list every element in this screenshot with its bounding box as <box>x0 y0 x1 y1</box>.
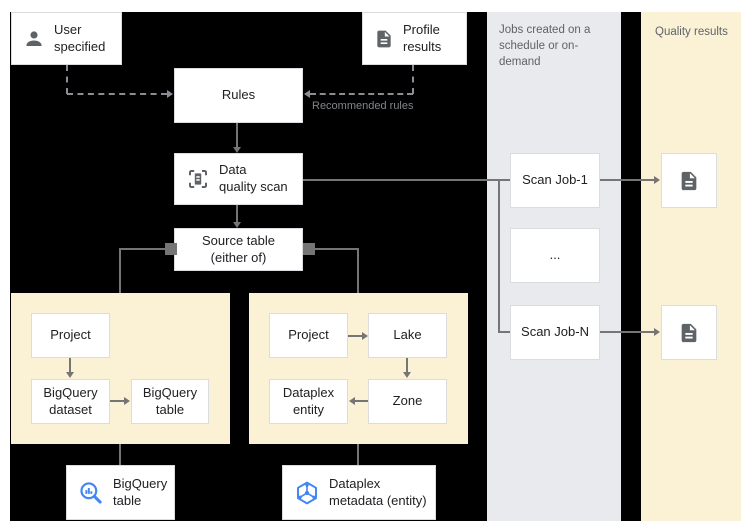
node-dataplex-entity: Dataplex entity <box>269 379 348 424</box>
node-rules: Rules <box>174 68 303 123</box>
node-dp-project: Project <box>269 313 348 358</box>
document-icon <box>377 30 391 47</box>
connector-zone-to-entity <box>355 400 368 402</box>
node-label: Profile results <box>403 21 442 54</box>
node-dataplex-metadata: Dataplex metadata (entity) <box>282 465 436 520</box>
node-scan-job-ellipsis: ... <box>510 228 600 283</box>
node-quality-result-1 <box>661 153 717 208</box>
arrowhead-job1-to-result <box>654 176 660 184</box>
arrowhead-lake-to-zone <box>403 372 411 378</box>
node-lake: Lake <box>368 313 447 358</box>
connector-source-left <box>119 248 165 250</box>
node-bigquery-table-storage: BigQuery table <box>66 465 175 520</box>
connector-branch-to-jobn <box>498 331 510 333</box>
node-scan-job-1: Scan Job-1 <box>510 153 600 208</box>
connector-lake-to-zone <box>406 358 408 372</box>
arrowhead-project-to-dataset <box>66 372 74 378</box>
node-data-quality-scan: Data quality scan <box>174 153 303 205</box>
node-quality-result-2 <box>661 305 717 360</box>
dashed-profile-to-rules-horizontal <box>310 93 413 95</box>
node-label: BigQuery table <box>113 475 168 508</box>
connector-dataset-to-table <box>110 400 124 402</box>
node-source-table: Source table (either of) <box>174 228 303 271</box>
quality-results-column <box>641 12 741 521</box>
connector-project-to-lake <box>348 335 362 337</box>
scan-icon <box>189 170 207 188</box>
node-scan-job-n: Scan Job-N <box>510 305 600 360</box>
connector-jobn-to-result <box>600 331 654 333</box>
recommended-rules-label: Recommended rules <box>312 100 414 112</box>
node-label: Dataplex metadata (entity) <box>329 475 427 508</box>
anchor-square-left <box>165 243 177 255</box>
dataplex-icon <box>297 481 317 504</box>
anchor-square-right <box>303 243 315 255</box>
connector-job1-to-result <box>600 179 654 181</box>
bigquery-icon <box>80 481 102 504</box>
document-icon <box>681 323 697 342</box>
node-zone: Zone <box>368 379 447 424</box>
arrowhead-scan-to-source <box>233 222 241 228</box>
node-bq-project: Project <box>31 313 110 358</box>
arrowhead-profile-to-rules <box>304 90 310 98</box>
arrowhead-zone-to-entity <box>349 397 355 405</box>
connector-jobs-branch <box>498 179 500 332</box>
arrowhead-rules-to-scan <box>233 147 241 153</box>
node-label: Data quality scan <box>219 162 288 194</box>
connector-source-right <box>315 248 359 250</box>
arrowhead-dataset-to-table <box>124 397 130 405</box>
jobs-column-header: Jobs created on a schedule or on-demand <box>499 24 591 69</box>
arrowhead-user-to-rules <box>167 90 173 98</box>
connector-scan-to-job1 <box>303 179 510 181</box>
document-icon <box>681 171 697 190</box>
node-label: User specified <box>54 21 106 54</box>
quality-results-header: Quality results <box>655 26 728 38</box>
node-profile-results: Profile results <box>362 12 467 65</box>
node-user-specified: User specified <box>11 12 122 65</box>
connector-rules-to-scan <box>236 123 238 147</box>
arrowhead-jobn-to-result <box>654 328 660 336</box>
node-bigquery-dataset: BigQuery dataset <box>31 379 110 424</box>
person-icon <box>26 30 42 46</box>
dashed-profile-to-rules-vertical <box>412 65 414 94</box>
node-bigquery-table: BigQuery table <box>131 379 209 424</box>
arrowhead-project-to-lake <box>362 332 368 340</box>
connector-project-to-dataset <box>69 358 71 372</box>
dashed-user-to-rules-horizontal <box>67 93 167 95</box>
dashed-user-to-rules-vertical <box>66 65 68 94</box>
connector-scan-to-source <box>236 205 238 222</box>
